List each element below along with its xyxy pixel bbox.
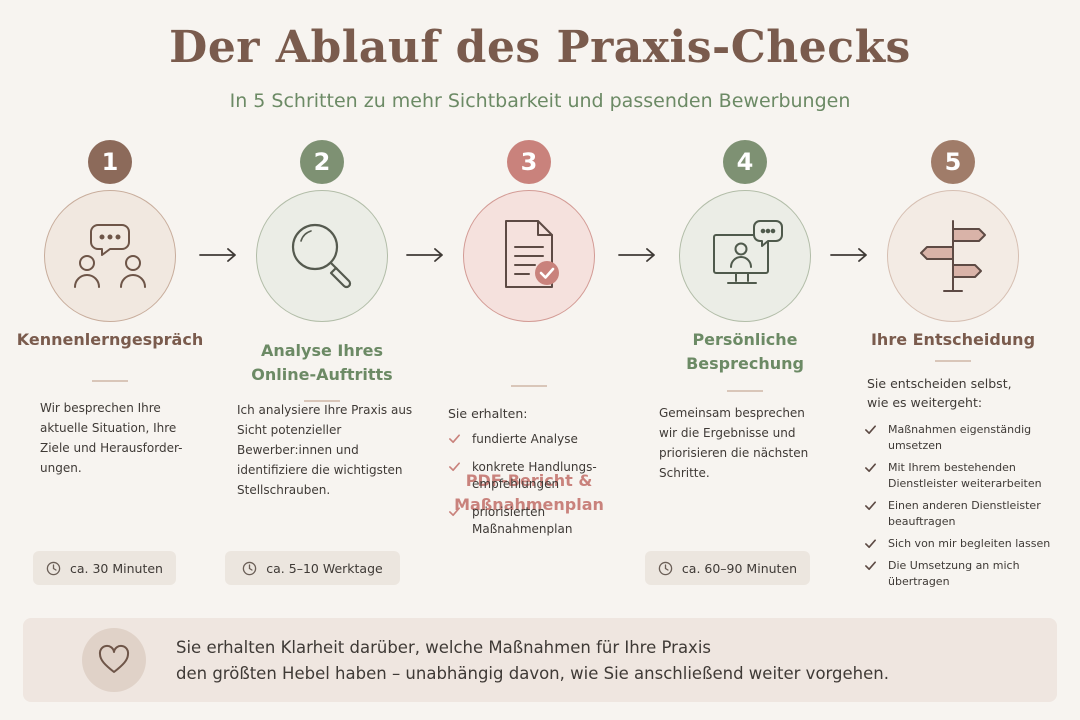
check-icon [865, 463, 876, 473]
duration-text-1: ca. 30 Minuten [70, 560, 163, 576]
step-1-divider [92, 380, 128, 382]
video-call-icon [713, 220, 783, 284]
step-2-description: Ich analysiere Ihre Praxis aus Sicht pot… [237, 403, 413, 497]
step-2-divider [304, 400, 340, 402]
step-number-1: 1 [88, 140, 132, 184]
step-5-icon-circle [887, 190, 1019, 322]
list-item: Sich von mir begleiten lassen [864, 536, 1054, 552]
heart-icon [98, 644, 130, 673]
duration-badge-2: ca. 5–10 Werktage [225, 551, 400, 585]
check-icon [865, 539, 876, 549]
list-item: Einen anderen Dienstleister beauftragen [864, 498, 1054, 530]
document-check-icon [505, 220, 559, 288]
arrow-3-4-icon [618, 248, 655, 262]
duration-badge-4: ca. 60–90 Minuten [645, 551, 810, 585]
step-number-5: 5 [931, 140, 975, 184]
list-item: Mit Ihrem bestehenden Dienstleister weit… [864, 460, 1054, 492]
step-5-checklist: Maßnahmen eigenständig umsetzen Mit Ihre… [864, 422, 1054, 596]
page-title: Der Ablauf des Praxis-Checks [169, 22, 911, 73]
banner-text-line-2: den größten Hebel haben – unabhängig dav… [176, 664, 889, 683]
step-5-divider [935, 360, 971, 362]
check-icon [449, 507, 460, 517]
magnifier-icon [291, 223, 352, 289]
check-icon [865, 501, 876, 511]
check-icon [865, 425, 876, 435]
step-4-divider [727, 390, 763, 392]
step-3-lead: Sie erhalten: [448, 406, 528, 421]
step-3-icon-circle [463, 190, 595, 322]
list-item: priorisierten Maßnahmenplan [448, 504, 618, 538]
list-item: Maßnahmen eigenständig umsetzen [864, 422, 1054, 454]
check-icon [449, 462, 460, 472]
clock-icon [658, 561, 673, 575]
step-3-divider [511, 385, 547, 387]
step-2-icon-circle [256, 190, 388, 322]
arrow-4-5-icon [830, 248, 867, 262]
conversation-icon [74, 224, 146, 288]
step-5-title: Ihre Entscheidung [870, 330, 1036, 349]
duration-text-2: ca. 5–10 Werktage [266, 560, 383, 576]
check-icon [449, 434, 460, 444]
page-subtitle: In 5 Schritten zu mehr Sichtbarkeit und … [229, 90, 851, 112]
step-1-icon-circle [44, 190, 176, 322]
step-number-3: 3 [507, 140, 551, 184]
step-number-2: 2 [300, 140, 344, 184]
step-3-checklist: fundierte Analyse konkrete Handlungs-emp… [448, 431, 618, 549]
signpost-icon [920, 220, 986, 292]
step-5-lead: Sie entscheiden selbst, wie es weitergeh… [867, 376, 1012, 410]
heart-icon-circle [82, 628, 146, 692]
check-icon [865, 561, 876, 571]
step-1-description: Wir besprechen Ihre aktuelle Situation, … [40, 401, 183, 475]
banner-text-line-1: Sie erhalten Klarheit darüber, welche Ma… [176, 638, 712, 657]
list-item: Die Umsetzung an mich übertragen [864, 558, 1054, 590]
step-2-title: Analyse Ihres Online-Auftritts [251, 341, 393, 384]
step-number-4: 4 [723, 140, 767, 184]
arrow-2-3-icon [406, 248, 443, 262]
step-4-title: Persönliche Besprechung [686, 330, 804, 373]
arrow-1-2-icon [199, 248, 236, 262]
summary-banner: Sie erhalten Klarheit darüber, welche Ma… [23, 618, 1057, 702]
step-4-description: Gemeinsam besprechen wir die Ergebnisse … [659, 406, 809, 480]
duration-badge-1: ca. 30 Minuten [33, 551, 176, 585]
step-4-icon-circle [679, 190, 811, 322]
clock-icon [46, 561, 61, 575]
duration-text-4: ca. 60–90 Minuten [681, 560, 798, 576]
list-item: konkrete Handlungs-empfehlungen [448, 459, 618, 493]
step-1-title: Kennenlerngespräch [16, 330, 204, 349]
step-3-title: PDF-Bericht & Maßnahmenplan [454, 471, 604, 514]
clock-icon [243, 561, 257, 575]
list-item: fundierte Analyse [448, 431, 618, 448]
